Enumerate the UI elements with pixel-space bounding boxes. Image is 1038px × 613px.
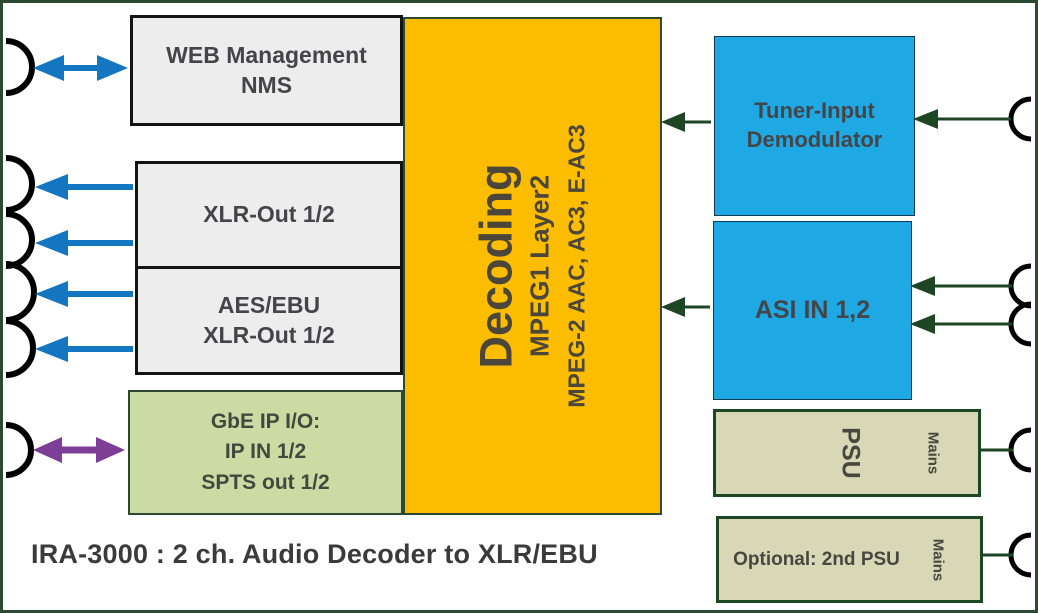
- aes-ebu-label-line1: AES/EBU: [217, 291, 321, 318]
- decoding-title: Decoding: [470, 163, 522, 369]
- input-to-asi2-arrow: [910, 314, 1012, 334]
- psu-optional-mains-label: Mains: [929, 538, 947, 581]
- aes-ebu-block: AES/EBU XLR-Out 1/2: [135, 266, 403, 375]
- input-to-tuner-arrow: [913, 109, 1011, 129]
- input-to-asi1-arrow: [910, 276, 1012, 296]
- gbe-ip-label-line1: GbE IP I/O:: [210, 409, 321, 433]
- aes-out1-arrow: [35, 281, 133, 307]
- psu-label: PSU: [836, 427, 865, 479]
- web-management-block: WEB Management NMS: [130, 15, 403, 126]
- psu-mains-connector-icon: [1008, 427, 1032, 473]
- asi-in-label: ASI IN 1,2: [754, 296, 871, 325]
- psu2-mains-connector-icon: [1008, 532, 1032, 578]
- psu-mains-label: Mains: [924, 431, 942, 475]
- asi-to-decoder-arrow: [661, 297, 710, 317]
- gbe-ip-block: GbE IP I/O: IP IN 1/2 SPTS out 1/2: [128, 390, 403, 515]
- xlr-port2-connector-icon: [5, 211, 35, 269]
- gbe-ip-label-line3: SPTS out 1/2: [201, 470, 330, 494]
- aes-port2-connector-icon: [5, 318, 36, 378]
- xlr-port1-connector-icon: [5, 155, 35, 213]
- asi-port2-connector-icon: [1008, 301, 1032, 347]
- psu-optional-block: Optional: 2nd PSU Mains: [716, 516, 983, 603]
- tuner-label-line2: Demodulator: [746, 127, 883, 152]
- tuner-demodulator-block: Tuner-Input Demodulator: [714, 36, 915, 216]
- decoding-subtitle-mpeg2: MPEG-2 AAC, AC3, E-AC3: [563, 124, 590, 408]
- decoding-vertical-text: Decoding MPEG1 Layer2 MPEG-2 AAC, AC3, E…: [470, 21, 594, 511]
- xlr-out2-arrow: [35, 230, 133, 256]
- psu-block: PSU Mains: [713, 409, 981, 497]
- decoding-subtitle-mpeg1: MPEG1 Layer2: [524, 174, 555, 358]
- xlr-out-block: XLR-Out 1/2: [135, 161, 403, 269]
- aes-port1-connector-icon: [5, 261, 37, 323]
- gbe-port-connector-icon: [5, 422, 34, 478]
- web-management-label-line1: WEB Management: [166, 41, 367, 68]
- asi-in-block: ASI IN 1,2: [713, 221, 912, 400]
- decoding-block: Decoding MPEG1 Layer2 MPEG-2 AAC, AC3, E…: [403, 17, 662, 515]
- tuner-port-connector-icon: [1008, 96, 1032, 142]
- xlr-out1-arrow: [35, 174, 133, 200]
- web-bidirectional-arrow: [33, 55, 128, 81]
- web-management-label-line2: NMS: [240, 71, 293, 98]
- asi-port1-connector-icon: [1008, 263, 1032, 309]
- tuner-to-decoder-arrow: [661, 112, 711, 132]
- tuner-label-line1: Tuner-Input: [754, 98, 875, 124]
- gbe-bidirectional-arrow: [33, 437, 125, 463]
- aes-out2-arrow: [35, 336, 133, 362]
- web-port-connector-icon: [5, 38, 35, 96]
- diagram-caption: IRA-3000 : 2 ch. Audio Decoder to XLR/EB…: [31, 539, 598, 569]
- xlr-out-label: XLR-Out 1/2: [203, 201, 335, 228]
- psu-optional-label: Optional: 2nd PSU: [733, 548, 900, 570]
- aes-ebu-label-line2: XLR-Out 1/2: [203, 321, 335, 348]
- gbe-ip-label-line2: IP IN 1/2: [224, 440, 307, 464]
